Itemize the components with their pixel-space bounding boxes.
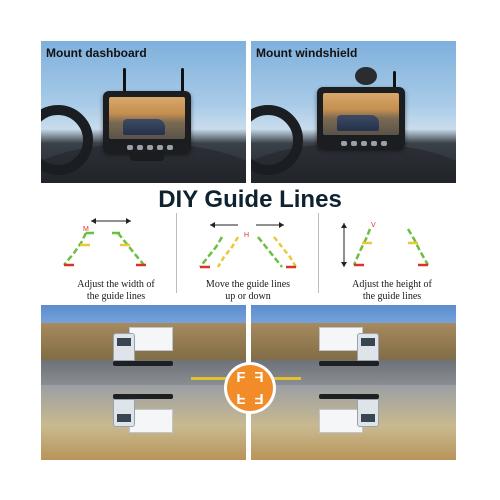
caption-line: Adjust the height of	[352, 279, 432, 290]
steering-wheel	[41, 105, 93, 175]
guide-move-diagram: H Move the guide lines up or down	[178, 215, 318, 305]
semi-truck-reflection	[319, 394, 379, 433]
guide-lines-move: H	[199, 222, 298, 269]
mount-dashboard-caption: Mount dashboard	[46, 46, 147, 60]
marker-label: V	[371, 222, 376, 229]
suction-cup	[355, 67, 377, 85]
monitor-screen	[109, 97, 185, 139]
caption-line: Move the guide lines	[205, 279, 291, 290]
semi-truck-reflection	[113, 394, 173, 433]
pickup-truck	[123, 119, 165, 135]
guide-lines-height: V	[341, 222, 430, 267]
guide-move-caption: Move the guide lines up or down	[178, 279, 318, 303]
monitor-buttons	[127, 145, 173, 150]
steering-wheel	[251, 105, 303, 175]
dashboard-stand	[130, 153, 164, 161]
antenna	[123, 68, 126, 92]
monitor-buttons	[341, 141, 387, 146]
caption-line: up or down	[225, 291, 271, 302]
guide-width-caption: Adjust the width of the guide lines	[46, 279, 186, 303]
caption-line: the guide lines	[362, 291, 422, 302]
road-line	[261, 377, 301, 380]
monitor-screen	[323, 93, 399, 135]
guide-height-caption: Adjust the height of the guide lines	[322, 279, 462, 303]
guide-lines-width: M	[63, 218, 146, 267]
marker-label: M	[83, 226, 89, 233]
caption-line: the guide lines	[86, 291, 146, 302]
road-line	[191, 377, 231, 380]
mount-windshield-caption: Mount windshield	[256, 46, 358, 60]
guide-height-diagram: V Adjust the height of the guide lines	[322, 215, 462, 305]
semi-truck	[319, 327, 379, 366]
divider	[318, 213, 319, 293]
antenna	[181, 68, 184, 92]
mount-windshield-photo: Mount windshield	[251, 41, 456, 183]
section-title: DIY Guide Lines	[158, 186, 342, 213]
marker-label: H	[244, 232, 249, 239]
mirror-flip-icon: F F F F	[227, 365, 273, 411]
semi-truck	[113, 327, 173, 366]
mirror-image-right	[251, 305, 456, 460]
monitor	[103, 91, 191, 153]
mount-dashboard-photo: Mount dashboard	[41, 41, 246, 183]
guide-width-diagram: M Adjust the width of the guide lines	[46, 215, 186, 305]
antenna	[393, 71, 396, 95]
badge-glyph: F	[254, 369, 264, 386]
divider	[176, 213, 177, 293]
mirror-image-left	[41, 305, 246, 460]
caption-line: Adjust the width of	[77, 279, 155, 290]
badge-glyph: F	[254, 390, 264, 407]
monitor	[317, 87, 405, 149]
badge-glyph: F	[236, 390, 246, 407]
badge-glyph: F	[236, 369, 246, 386]
pickup-truck	[337, 115, 379, 131]
